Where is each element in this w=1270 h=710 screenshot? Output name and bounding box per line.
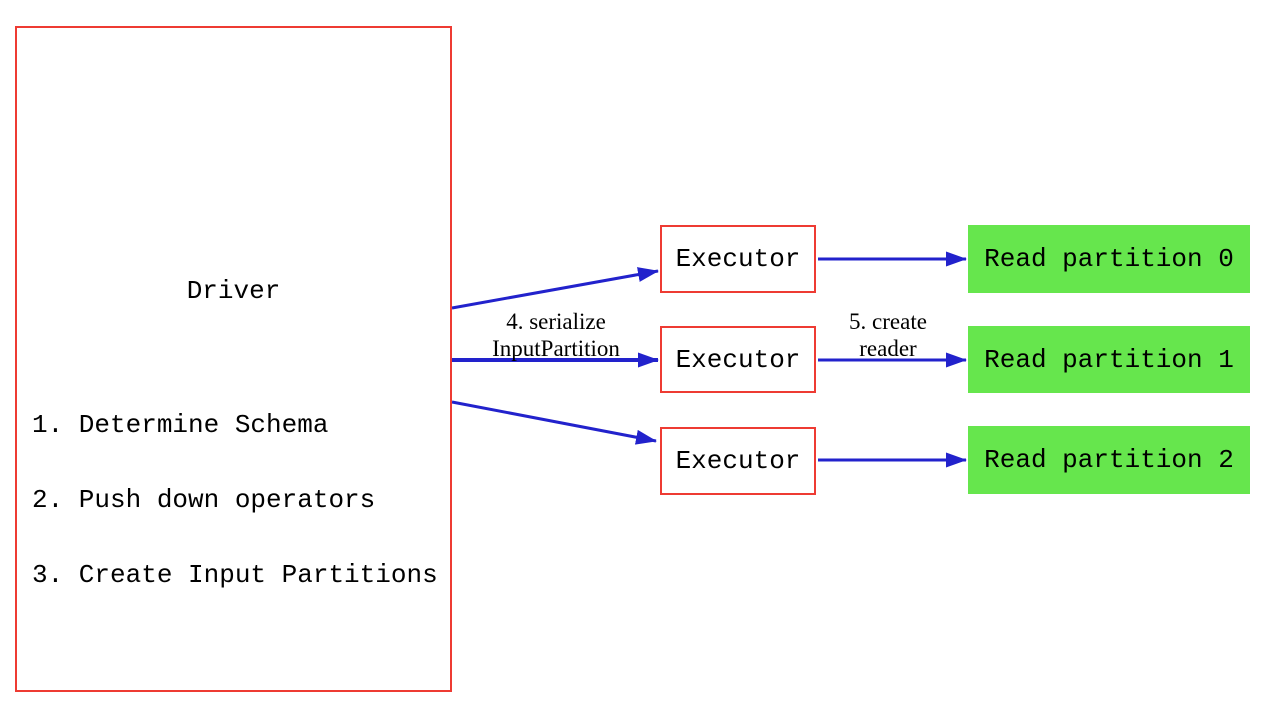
read-partition-label: Read partition 2 — [984, 445, 1234, 475]
edge-label-line: 4. serialize — [506, 309, 606, 334]
executor-box-0: Executor — [660, 225, 816, 293]
executor-label: Executor — [675, 344, 801, 375]
read-partition-label: Read partition 0 — [984, 244, 1234, 274]
driver-title: Driver — [186, 276, 281, 306]
driver-step: 2. Push down operators — [32, 485, 376, 515]
arrow-driver-to-executor-0 — [451, 267, 659, 310]
read-partition-label: Read partition 1 — [984, 344, 1234, 375]
executor-label: Executor — [675, 244, 801, 274]
arrow-driver-to-executor-2 — [451, 400, 657, 445]
edge-label-line: 5. create — [849, 309, 927, 334]
read-partition-box-2: Read partition 2 — [968, 426, 1250, 494]
driver-steps-list: 1. Determine Schema 2. Push down operato… — [32, 363, 438, 638]
executor-box-2: Executor — [660, 427, 816, 495]
edge-label-serialize-inputpartition: 4. serialize InputPartition — [446, 308, 666, 362]
driver-box — [15, 26, 452, 692]
edge-label-create-reader: 5. create reader — [792, 308, 984, 362]
read-partition-box-0: Read partition 0 — [968, 225, 1250, 293]
driver-step: 1. Determine Schema — [32, 410, 329, 440]
read-partition-box-1: Read partition 1 — [968, 326, 1250, 393]
driver-step: 3. Create Input Partitions — [32, 560, 438, 590]
edge-label-line: InputPartition — [492, 336, 620, 361]
executor-label: Executor — [675, 446, 801, 476]
executor-box-1: Executor — [660, 326, 816, 393]
edge-label-line: reader — [859, 336, 917, 361]
